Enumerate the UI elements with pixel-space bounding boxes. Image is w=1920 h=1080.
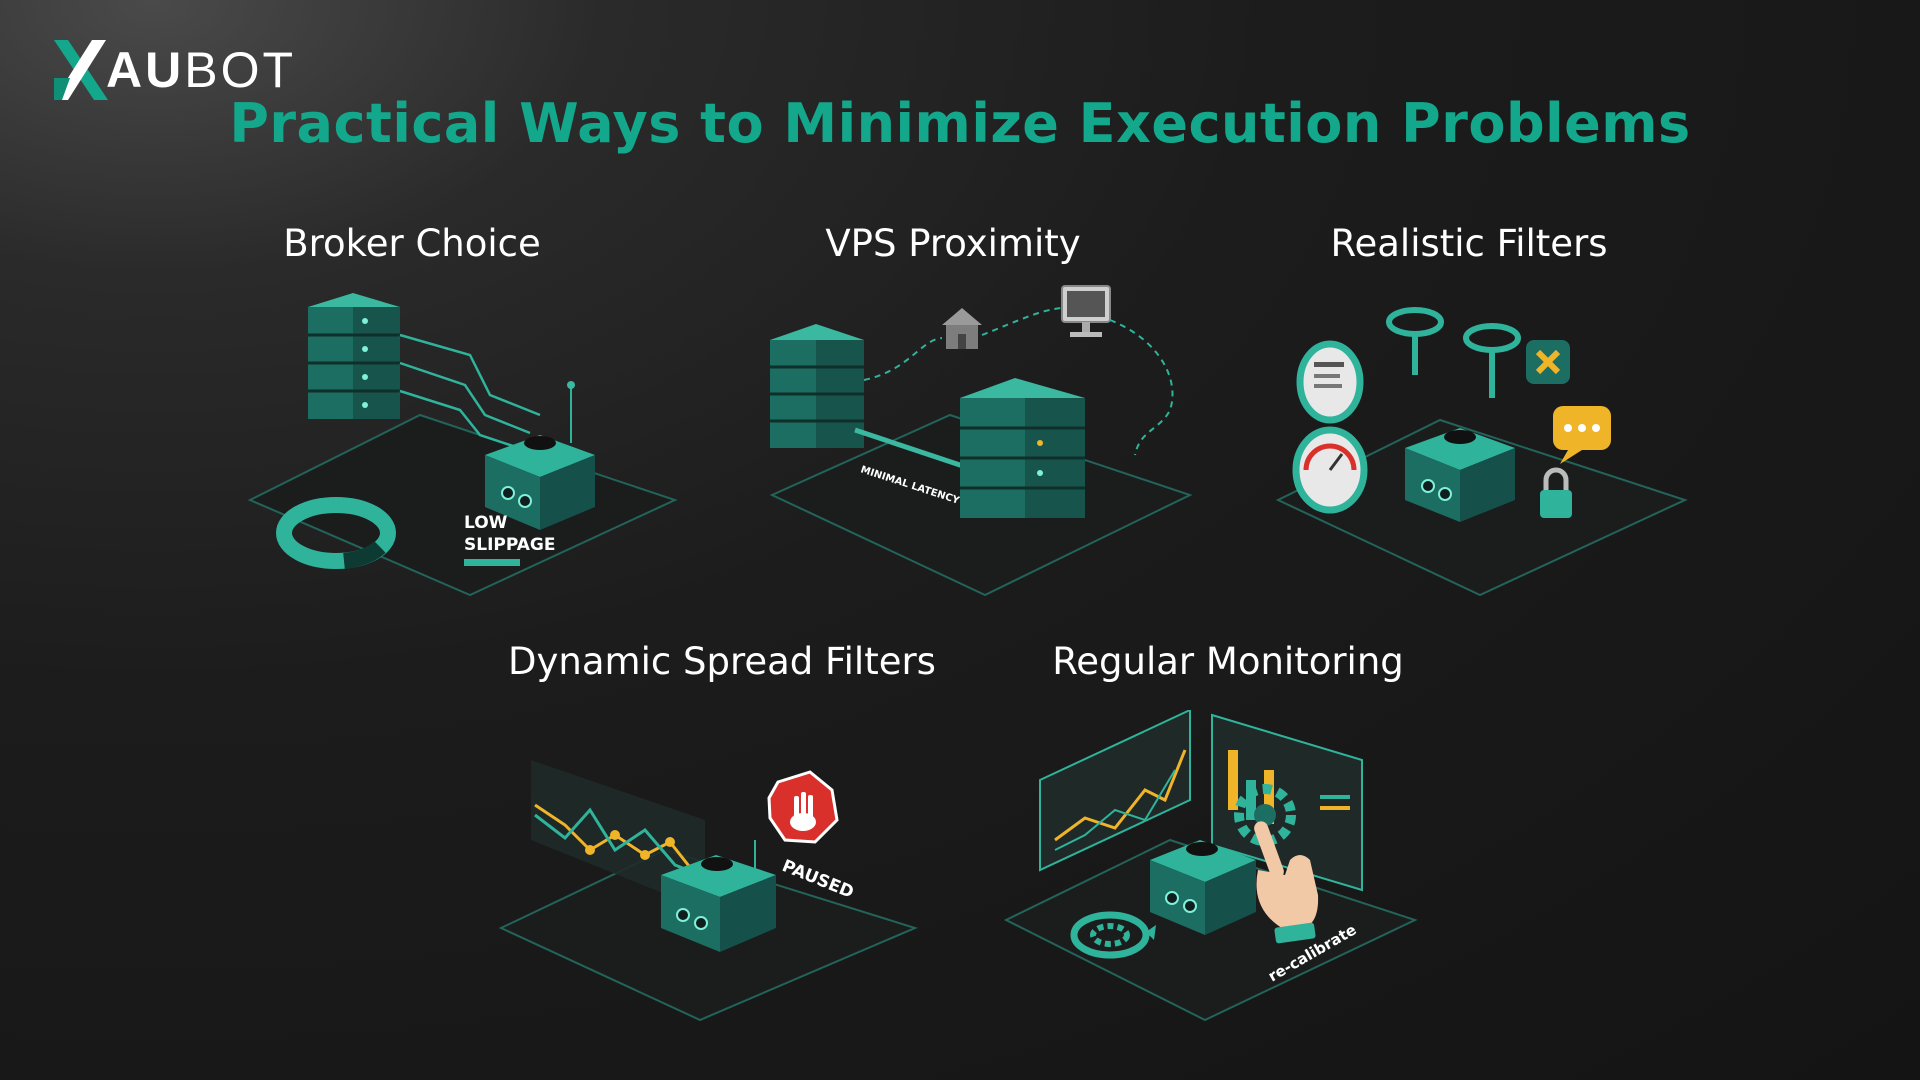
monitor-icon	[1061, 285, 1111, 337]
robot-cube-icon	[1150, 840, 1256, 935]
page-title: Practical Ways to Minimize Execution Pro…	[229, 92, 1691, 155]
padlock-icon	[1540, 467, 1572, 518]
document-icon	[1296, 340, 1364, 424]
pointing-hand-icon	[1254, 821, 1319, 944]
chat-bubble-icon	[1553, 406, 1611, 464]
realistic-filters-illustration	[1270, 290, 1690, 610]
badge-slippage: SLIPPAGE	[464, 535, 555, 555]
robot-cube-icon	[1405, 428, 1515, 522]
server-stack-icon	[770, 324, 864, 448]
line-chart-icon	[531, 760, 705, 910]
card-title-vps-proximity: VPS Proximity	[825, 222, 1081, 265]
regular-monitoring-illustration: re-calibrate	[1000, 710, 1430, 1030]
card-title-dynamic-spread-filters: Dynamic Spread Filters	[508, 640, 936, 683]
card-title-realistic-filters: Realistic Filters	[1330, 222, 1608, 265]
robot-cube-icon	[661, 840, 776, 952]
vps-proximity-illustration: MINIMAL LATENCY ROUTE	[760, 280, 1210, 610]
close-badge-icon	[1526, 340, 1570, 384]
ring-icon	[1463, 323, 1521, 398]
gear-icon	[1070, 911, 1156, 959]
xaubot-logo: AUBOT	[52, 38, 296, 102]
badge-low: LOW	[464, 513, 508, 533]
server-stack-icon	[960, 378, 1085, 518]
dynamic-spread-filters-illustration: PAUSED	[495, 760, 925, 1030]
house-icon	[942, 308, 982, 349]
logo-text-bold: AU	[106, 42, 185, 98]
card-title-regular-monitoring: Regular Monitoring	[1052, 640, 1404, 683]
ring-icon	[1386, 307, 1444, 375]
card-title-broker-choice: Broker Choice	[283, 222, 541, 265]
stop-hand-icon	[767, 770, 839, 844]
gauge-icon	[1292, 426, 1368, 514]
broker-choice-illustration: LOW SLIPPAGE	[240, 285, 680, 605]
donut-icon	[276, 497, 396, 569]
logo-text-thin: BOT	[184, 42, 297, 98]
logo-wordmark: AUBOT	[106, 45, 296, 95]
gear-icon	[1234, 784, 1296, 846]
line-chart-icon	[1039, 710, 1191, 872]
server-stack-icon	[308, 293, 400, 419]
logo-x-mark	[54, 40, 108, 100]
robot-cube-icon	[485, 381, 595, 530]
bar-chart-panel	[1211, 713, 1363, 892]
